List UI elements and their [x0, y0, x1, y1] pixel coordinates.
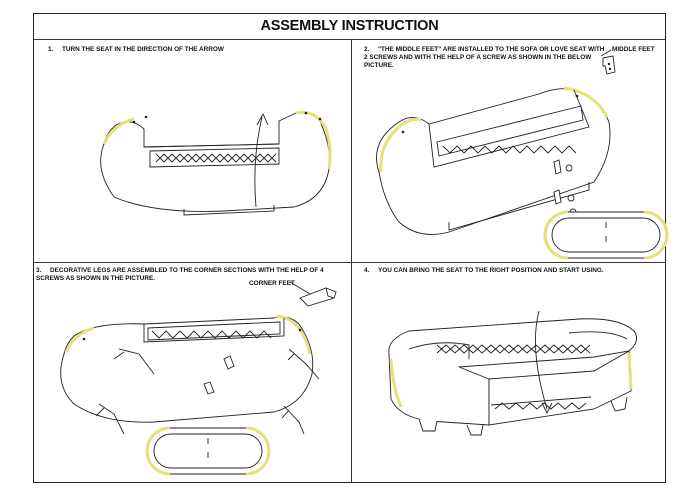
step-1-illustration	[100, 110, 332, 216]
step-1-text: 1. TURN THE SEAT IN THE DIRECTION OF THE …	[48, 46, 338, 54]
instruction-sheet: ASSEMBLY INSTRUCTION 1. TURN THE SEAT IN …	[33, 13, 669, 483]
corner-feet-callout: CORNER FEET	[249, 280, 295, 287]
step-2-text: 2."THE MIDDLE FEET" ARE INSTALLED TO THE…	[364, 46, 609, 70]
step-3-label: DECORATIVE LEGS ARE ASSEMBLED TO THE COR…	[36, 267, 324, 282]
step-2-number: 2.	[364, 46, 370, 53]
step-4-label: YOU CAN BRING THE SEAT TO THE RIGHT POSI…	[378, 267, 604, 274]
page-title: ASSEMBLY INSTRUCTION	[260, 18, 439, 34]
step-3-bottom-view	[145, 426, 271, 476]
column-divider	[351, 39, 352, 482]
step-4-number: 4.	[364, 267, 370, 274]
step-2-label: "THE MIDDLE FEET" ARE INSTALLED TO THE S…	[364, 46, 605, 69]
middle-feet-part-icon	[600, 49, 616, 75]
step-2-bottom-view	[543, 210, 669, 260]
step-3-illustration	[60, 314, 320, 435]
step-4-text: 4. YOU CAN BRING THE SEAT TO THE RIGHT PO…	[364, 267, 654, 275]
row-divider	[34, 262, 665, 263]
step-1-label: TURN THE SEAT IN THE DIRECTION OF THE AR…	[62, 46, 224, 53]
step-2-illustration	[376, 86, 611, 235]
title-divider	[34, 39, 665, 40]
corner-feet-part-icon	[289, 281, 337, 307]
step-1-number: 1.	[48, 46, 54, 53]
middle-feet-callout: MIDDLE FEET	[612, 46, 655, 53]
step-3-text: 3.DECORATIVE LEGS ARE ASSEMBLED TO THE C…	[36, 267, 336, 283]
step-4-illustration	[388, 310, 638, 436]
step-3-number: 3.	[36, 267, 42, 274]
